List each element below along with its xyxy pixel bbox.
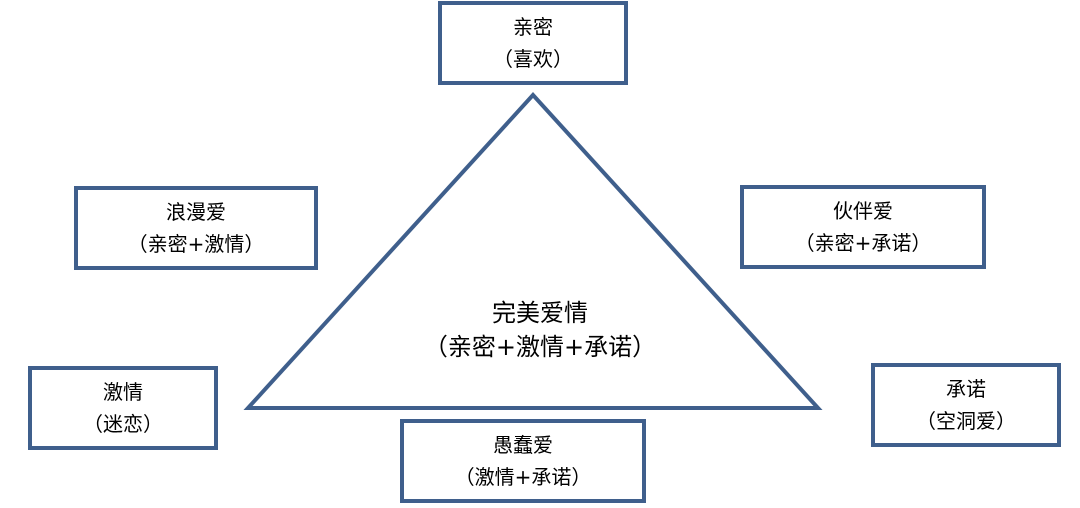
center-subtitle: （亲密+激情+承诺） <box>423 333 657 361</box>
node-companionate-love: 伙伴爱 （亲密+承诺） <box>740 185 986 269</box>
node-romantic-love: 浪漫爱 （亲密+激情） <box>74 186 318 270</box>
triangle-shape <box>243 92 823 410</box>
node-commitment: 承诺 （空洞爱） <box>871 363 1061 447</box>
node-intimacy-subtitle: （喜欢） <box>493 47 573 71</box>
center-label-consummate-love: 完美爱情 （亲密+激情+承诺） <box>380 296 700 364</box>
node-romantic-love-title: 浪漫爱 <box>166 200 226 224</box>
node-passion: 激情 （迷恋） <box>28 366 218 450</box>
node-passion-title: 激情 <box>103 380 143 404</box>
node-passion-subtitle: （迷恋） <box>83 412 163 436</box>
node-companionate-love-title: 伙伴爱 <box>833 199 893 223</box>
node-fatuous-love-subtitle: （激情+承诺） <box>454 465 592 489</box>
node-romantic-love-subtitle: （亲密+激情） <box>127 232 265 256</box>
node-commitment-title: 承诺 <box>946 377 986 401</box>
node-fatuous-love: 愚蠢爱 （激情+承诺） <box>400 419 646 503</box>
node-intimacy-title: 亲密 <box>513 15 553 39</box>
node-fatuous-love-title: 愚蠢爱 <box>493 433 553 457</box>
node-companionate-love-subtitle: （亲密+承诺） <box>794 231 932 255</box>
node-commitment-subtitle: （空洞爱） <box>916 409 1016 433</box>
center-title: 完美爱情 <box>492 299 588 327</box>
node-intimacy: 亲密 （喜欢） <box>438 1 628 85</box>
